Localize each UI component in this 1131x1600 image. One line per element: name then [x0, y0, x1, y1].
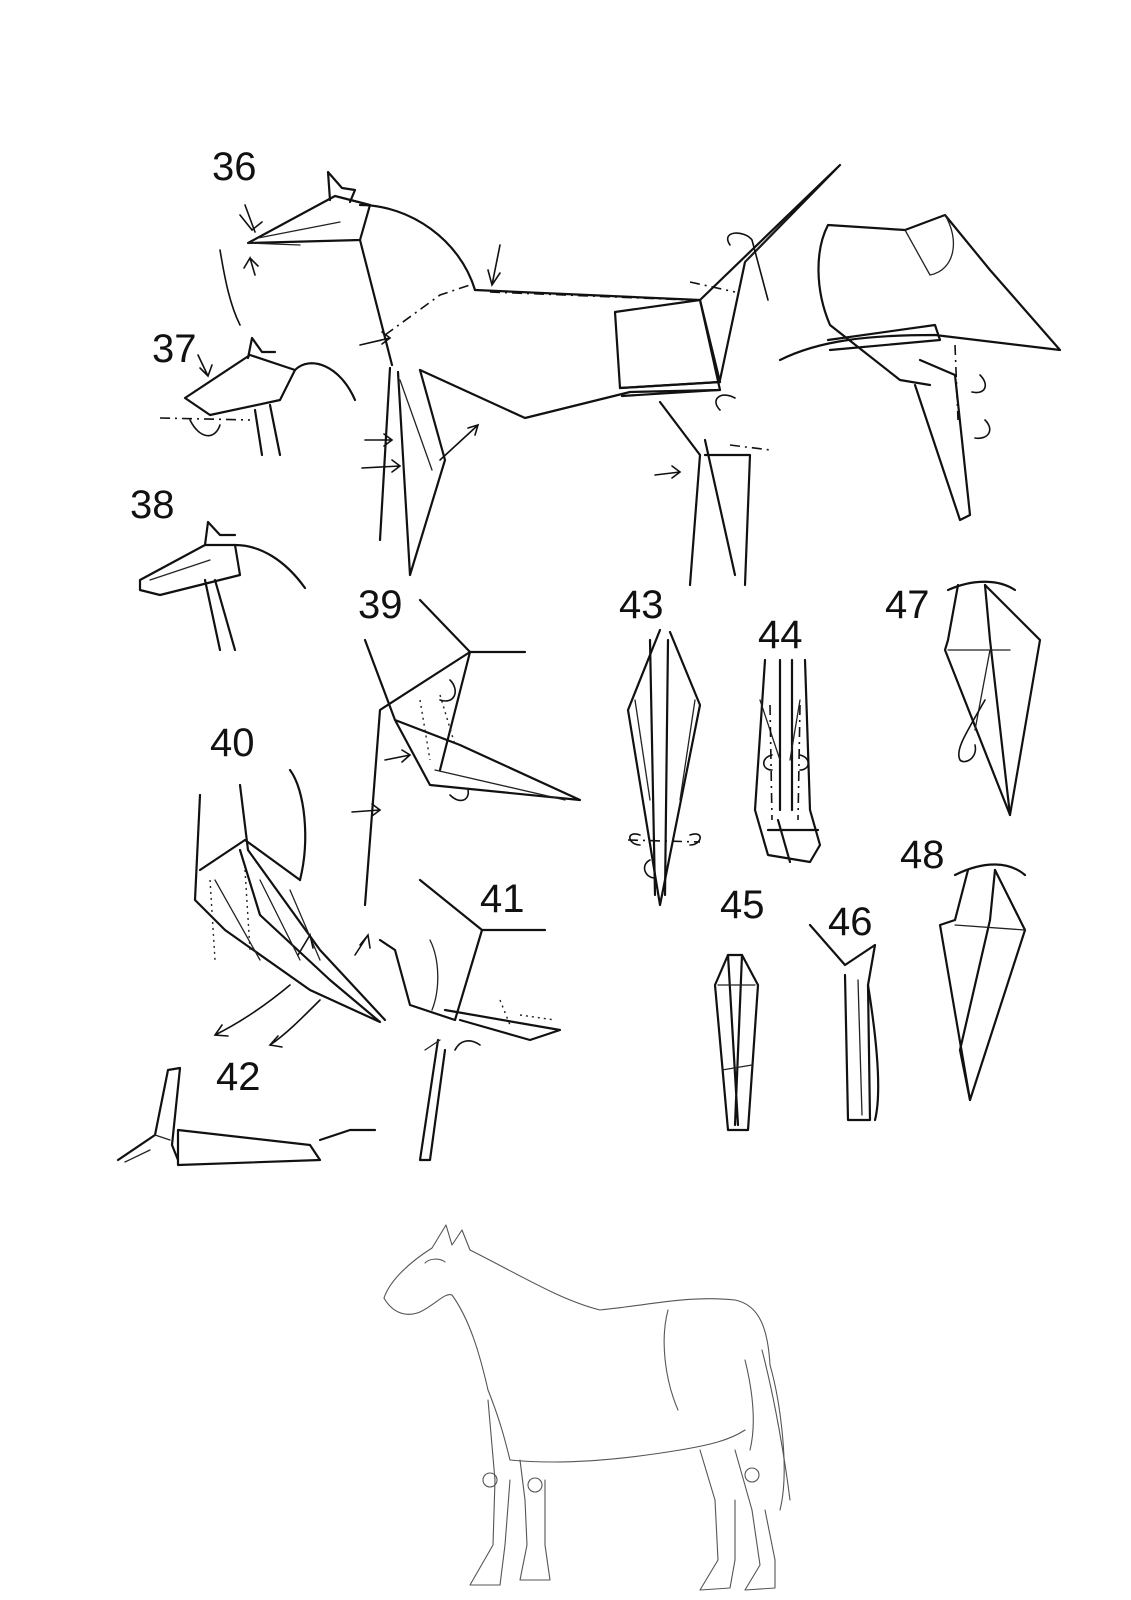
- step-label-43: 43: [619, 583, 664, 627]
- step-label-39: 39: [358, 583, 403, 627]
- step-label-42: 42: [216, 1055, 261, 1099]
- step-36-horse-body: [219, 163, 842, 587]
- step-41-shoulder: [378, 878, 562, 1162]
- step-label-47: 47: [885, 583, 930, 627]
- step-label-38: 38: [130, 483, 175, 527]
- step-46-leg: [808, 923, 880, 1122]
- step-label-36: 36: [212, 145, 257, 189]
- step-40-legs: [193, 768, 387, 1048]
- step-45-leg: [713, 953, 760, 1132]
- step-label-48: 48: [900, 833, 945, 877]
- step-44-leg: [753, 658, 822, 864]
- step-43-leg: [626, 628, 702, 907]
- step-37-head: [159, 336, 357, 457]
- step-36-hindquarter-detail: [778, 213, 1062, 522]
- step-label-46: 46: [828, 900, 873, 944]
- step-label-45: 45: [720, 883, 765, 927]
- step-38-head: [138, 520, 307, 652]
- step-label-40: 40: [210, 721, 255, 765]
- step-label-41: 41: [480, 877, 525, 921]
- step-label-44: 44: [758, 613, 803, 657]
- horse-sketch: [383, 1224, 791, 1591]
- step-label-37: 37: [152, 327, 197, 371]
- step-48-hoof: [938, 863, 1027, 1102]
- step-39-leg: [351, 598, 582, 907]
- step-42-base: [116, 1066, 377, 1167]
- step-47-hoof: [943, 580, 1042, 817]
